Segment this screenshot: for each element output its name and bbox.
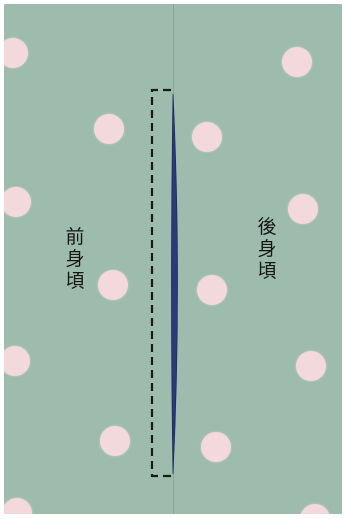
polka-dot <box>4 346 30 376</box>
dashed-guide-bracket <box>150 88 171 478</box>
polka-dot <box>300 504 330 514</box>
polka-dot <box>98 270 128 300</box>
polka-dot <box>197 275 227 305</box>
polka-dot <box>201 432 231 462</box>
polka-dot <box>296 351 326 381</box>
polka-dot <box>4 498 32 514</box>
back-body-label: 後身頃 <box>257 216 277 282</box>
polka-dot <box>100 426 130 456</box>
polka-dot <box>282 47 312 77</box>
polka-dot <box>94 114 124 144</box>
polka-dot <box>192 122 222 152</box>
dart-stitch-icon <box>171 93 178 475</box>
polka-dot <box>4 38 28 68</box>
dart-diagram <box>150 88 178 478</box>
polka-dot-fabric: 前身頃 後身頃 <box>4 4 342 514</box>
polka-dot <box>288 194 318 224</box>
front-body-label: 前身頃 <box>65 226 85 292</box>
polka-dot <box>4 187 31 217</box>
